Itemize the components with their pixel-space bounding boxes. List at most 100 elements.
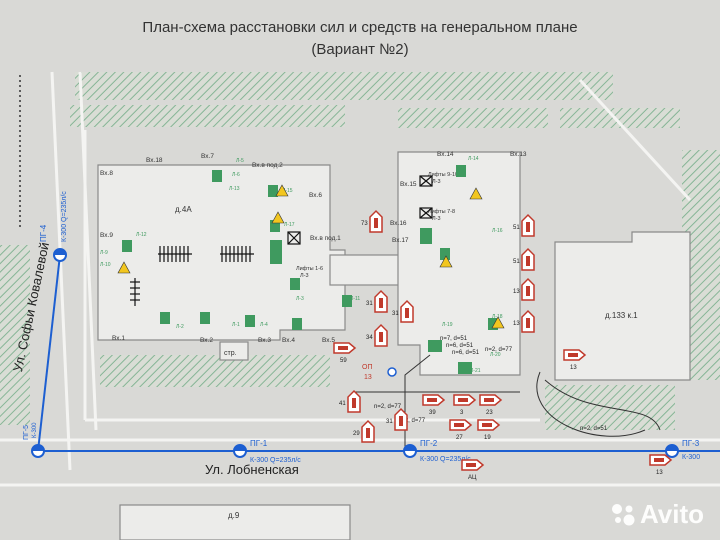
fire-truck-core: [568, 353, 578, 357]
stair-label: Л-10: [100, 262, 111, 268]
stair-label: Л-14: [468, 156, 479, 162]
stair-labels: Л-5 Л-6 Л-15 Л-13 Л-12 Л-17 Л-9 Л-10 Л-2…: [100, 156, 503, 374]
hydrant-pg4-spec: К-300 Q=235л/с: [61, 191, 68, 242]
fire-truck-core: [352, 398, 356, 408]
lift-block: [158, 246, 192, 262]
entrance-label: Вх.4: [282, 337, 295, 344]
building-bottom: [119, 504, 351, 540]
fire-truck-marker: 19: [477, 419, 501, 441]
road-edge-diagonal: [578, 78, 692, 202]
fire-truck-label: 27: [456, 435, 463, 441]
equipment-box: [160, 312, 170, 324]
stair-label: Л-17: [284, 222, 295, 228]
fire-truck-core: [399, 416, 403, 426]
entrance-label: Вх.6: [309, 192, 322, 199]
hydrant-pg1-label: ПГ-1: [250, 439, 268, 448]
hydrant-pg2: ПГ-2 К-300 Q=235л/с: [403, 439, 471, 463]
entrance-label: Вх.18: [146, 157, 163, 164]
fire-truck-marker: 13: [649, 454, 673, 476]
warning-icon: [491, 316, 505, 329]
fire-truck-marker: 13: [563, 349, 587, 371]
fire-truck-marker: 29: [353, 419, 375, 443]
fire-truck-label: 73: [361, 221, 368, 227]
equipment-box: [292, 318, 302, 330]
hydrant-pg5-spec: К-300: [32, 422, 38, 438]
fire-truck-label: 31: [392, 311, 399, 317]
fire-truck-core: [338, 346, 348, 350]
equipment-box: [268, 185, 278, 197]
stair-label: Л-20: [490, 352, 501, 358]
warning-icon: [117, 261, 131, 274]
green-zone-top-right: [560, 108, 680, 128]
lift-label: Лифты 1-6: [296, 266, 323, 272]
stair-label: Л-19: [442, 322, 453, 328]
hydrant-pg1-spec: К-300 Q=235л/с: [250, 457, 301, 464]
fire-truck-marker: 13: [513, 277, 535, 301]
building-right-label: д.133 к.1: [605, 311, 638, 320]
entrance-label: Вх.в под.2: [252, 162, 283, 169]
fire-truck-core: [458, 398, 468, 402]
stair-block: [130, 278, 140, 306]
stair-label: Л-9: [100, 250, 108, 256]
equipment-box: [270, 240, 282, 264]
entrance-label: Вх.7: [201, 153, 214, 160]
fire-truck-core: [482, 423, 492, 427]
fire-truck-core: [526, 286, 530, 296]
stair-label: Л-5: [236, 158, 244, 164]
hydrant-pg3-label: ПГ-3: [682, 439, 700, 448]
entrance-label: Вх.15: [400, 181, 417, 188]
lift-label-sub: Л-3: [300, 273, 309, 279]
street-label-lobnenskaya: Ул. Лобненская: [205, 462, 299, 477]
equipment: [122, 165, 498, 374]
hose-note: n=2, d=77: [398, 418, 426, 424]
green-zone-top: [75, 72, 613, 100]
green-zone-top-mid: [398, 108, 548, 128]
hydrant-pg5: ПГ-5 К-300: [23, 422, 45, 458]
road-edge-left-1: [50, 71, 72, 471]
fire-truck-core: [366, 428, 370, 438]
lift-shaft: [419, 175, 433, 187]
lift-label-sub: Л-3: [432, 216, 441, 222]
hydrant-pg2-spec: К-300 Q=235л/с: [420, 456, 471, 463]
fire-truck-core: [526, 256, 530, 266]
entrance-label: Вх.в под.1: [310, 235, 341, 242]
equipment-box: [456, 165, 466, 177]
fire-truck-marker: 31: [386, 407, 408, 431]
fire-truck-marker: 59: [333, 342, 357, 364]
equipment-box: [488, 318, 498, 330]
equipment-box: [212, 170, 222, 182]
fire-truck-marker: 3: [453, 394, 477, 416]
fire-truck-label: 59: [340, 358, 347, 364]
building-bottom-label: д.9: [228, 511, 240, 520]
lift-label-sub: Л-3: [432, 179, 441, 185]
hydrant-pg5-label: ПГ-5: [23, 425, 30, 440]
fire-truck-marker: 23: [479, 394, 503, 416]
warning-icon: [271, 211, 285, 224]
stair-label: Л-6: [232, 172, 240, 178]
stair-label: Л-11: [350, 296, 360, 302]
fire-truck-core: [526, 318, 530, 328]
fire-truck-label: 13: [570, 365, 577, 371]
entrance-label: Вх.9: [100, 232, 113, 239]
fire-truck-marker: 41: [339, 389, 361, 413]
lift-label: Лифты 7-8: [428, 209, 455, 215]
fire-truck-label: 13: [513, 289, 520, 295]
equipment-box: [458, 362, 472, 374]
fire-truck-core: [484, 398, 494, 402]
building-labels: д.4А д.133 к.1 д.9 стр.: [175, 205, 638, 520]
lift-shaft: [287, 231, 301, 245]
lift-blocks: [130, 175, 433, 306]
fire-truck-marker: 31: [366, 289, 388, 313]
fire-truck-core: [379, 332, 383, 342]
fire-truck-core: [466, 463, 476, 467]
entrance-label: Вх.17: [392, 237, 409, 244]
warning-icon: [439, 255, 453, 268]
equipment-box: [200, 312, 210, 324]
hydrants: ПГ-4 К-300 Q=235л/с ПГ-5 К-300 ПГ-1 К-30…: [23, 191, 700, 464]
building-shed-label: стр.: [224, 350, 237, 357]
green-zone-bottom-left: [100, 355, 330, 387]
entrance-label: Вх.5: [322, 337, 335, 344]
equipment-box: [440, 248, 450, 260]
